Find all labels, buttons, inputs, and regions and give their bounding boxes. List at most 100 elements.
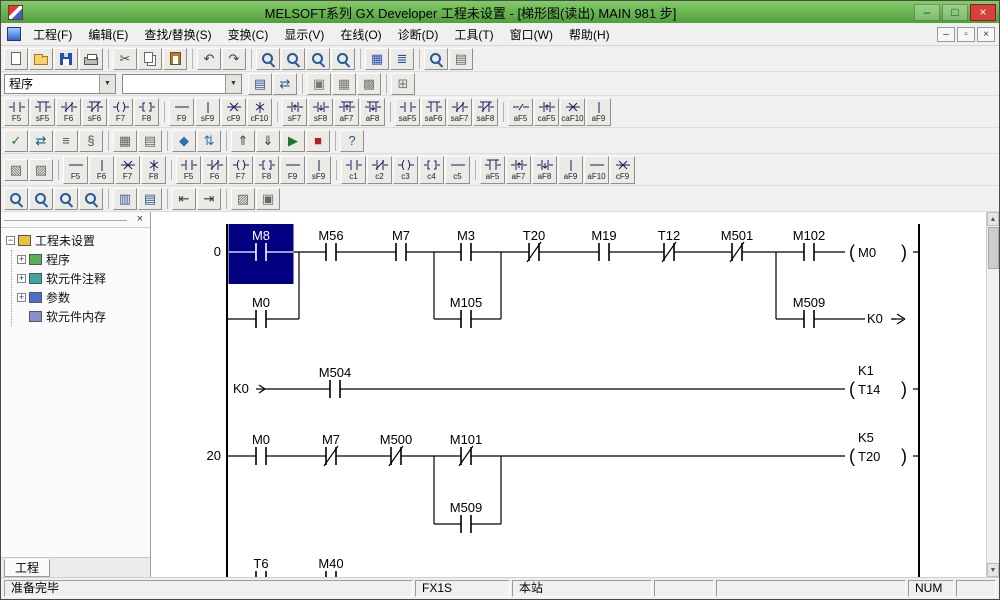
menu-find-replace[interactable]: 查找/替换(S) [144, 27, 212, 42]
ladder-key-sF9-button[interactable]: sF9 [195, 97, 220, 126]
minimize-button[interactable]: – [914, 3, 940, 21]
menu-help[interactable]: 帮助(H) [569, 27, 610, 42]
find-step-button[interactable] [79, 187, 103, 210]
ladder-key-sF9-button[interactable]: sF9 [306, 155, 331, 184]
panel-grip[interactable] [4, 218, 127, 221]
monitor-mode-button[interactable]: ▶ [281, 129, 305, 152]
menu-project[interactable]: 工程(F) [33, 27, 73, 42]
ladder-key-F5-button[interactable]: F5 [4, 97, 29, 126]
maximize-button[interactable]: □ [942, 3, 968, 21]
ladder-key-cF9-button[interactable]: cF9 [221, 97, 246, 126]
close-panel-icon[interactable]: × [136, 213, 143, 225]
jump-prev-button[interactable]: ⇤ [172, 187, 196, 210]
menu-window[interactable]: 窗口(W) [509, 27, 553, 42]
ladder-key-sF5-button[interactable]: sF5 [30, 97, 55, 126]
find-string-button[interactable] [306, 47, 330, 70]
tree-item-program[interactable]: +程序 [17, 250, 150, 269]
ladder-key-F5-button[interactable]: F5 [176, 155, 201, 184]
comment-edit-button[interactable]: ≡ [54, 129, 78, 152]
undo-button[interactable]: ↶ [197, 47, 221, 70]
expand-icon[interactable]: + [17, 273, 26, 283]
mdi-restore-button[interactable]: ▫ [957, 26, 975, 42]
ladder-key-F8-button[interactable]: F8 [141, 155, 166, 184]
ladder-key-cF9-button[interactable]: cF9 [610, 155, 635, 184]
ladder-key-c5-button[interactable]: c5 [445, 155, 470, 184]
ladder-key-saF6-button[interactable]: saF6 [421, 97, 446, 126]
data-name-combobox[interactable]: ▼ [122, 73, 242, 94]
ladder-key-caF10-button[interactable]: caF10 [560, 97, 585, 126]
copy-button[interactable] [138, 47, 162, 70]
ladder-key-aF7-button[interactable]: aF7 [506, 155, 531, 184]
merge-data-button[interactable]: ⇄ [29, 129, 53, 152]
ladder-key-sF6-button[interactable]: sF6 [82, 97, 107, 126]
tree-item-device-memory[interactable]: 软元件内存 [17, 307, 150, 326]
find-instruction-button[interactable] [281, 47, 305, 70]
macro-button[interactable]: ▣ [307, 72, 331, 95]
template-button[interactable]: ⊞ [391, 72, 415, 95]
ladder-key-saF5-button[interactable]: saF5 [395, 97, 420, 126]
ladder-key-saF7-button[interactable]: saF7 [447, 97, 472, 126]
close-button[interactable]: × [970, 3, 996, 21]
project-tab[interactable]: 工程 [4, 559, 51, 577]
ladder-key-saF8-button[interactable]: saF8 [473, 97, 498, 126]
expand-icon[interactable]: + [17, 292, 26, 302]
ladder-key-F6-button[interactable]: F6 [89, 155, 114, 184]
ladder-key-F8-button[interactable]: F8 [134, 97, 159, 126]
ladder-key-F7-button[interactable]: F7 [228, 155, 253, 184]
label-program-button[interactable]: ▦ [332, 72, 356, 95]
chevron-down-icon[interactable]: ▼ [99, 74, 115, 93]
ladder-key-aF5-button[interactable]: aF5 [480, 155, 505, 184]
trace-button[interactable]: ▨ [29, 158, 53, 181]
ladder-key-F5-button[interactable]: F5 [63, 155, 88, 184]
ladder-key-aF9-button[interactable]: aF9 [558, 155, 583, 184]
ladder-key-F9-button[interactable]: F9 [169, 97, 194, 126]
menu-online[interactable]: 在线(O) [340, 27, 382, 42]
ladder-key-cF10-button[interactable]: cF10 [247, 97, 272, 126]
ladder-key-aF8-button[interactable]: aF8 [360, 97, 385, 126]
data-type-combobox[interactable]: 程序 ▼ [4, 73, 116, 94]
read-from-plc-button[interactable]: ⇑ [231, 129, 255, 152]
ladder-mode-button[interactable]: ▦ [365, 47, 389, 70]
window-arrange-button[interactable]: ▣ [256, 187, 280, 210]
ladder-key-c4-button[interactable]: c4 [419, 155, 444, 184]
ladder-key-F7-button[interactable]: F7 [115, 155, 140, 184]
ladder-key-aF7-button[interactable]: aF7 [334, 97, 359, 126]
ladder-key-sF7-button[interactable]: sF7 [282, 97, 307, 126]
ladder-key-c1-button[interactable]: c1 [341, 155, 366, 184]
tree-item-project-root[interactable]: −工程未设置 [6, 231, 150, 250]
comment-display-2-button[interactable]: ▨ [231, 187, 255, 210]
menu-diagnostics[interactable]: 诊断(D) [397, 27, 439, 42]
ladder-key-aF10-button[interactable]: aF10 [584, 155, 609, 184]
ladder-key-caF5-button[interactable]: caF5 [534, 97, 559, 126]
cross-reference-button[interactable]: ▥ [113, 187, 137, 210]
find-instruction-2-button[interactable] [54, 187, 78, 210]
help-button[interactable]: ? [340, 129, 364, 152]
ladder-key-aF9-button[interactable]: aF9 [586, 97, 611, 126]
dock-project-list-button[interactable]: ⇄ [273, 72, 297, 95]
parameter-setting-button[interactable]: ◆ [172, 129, 196, 152]
replace-device-button[interactable] [331, 47, 355, 70]
chevron-down-icon[interactable]: ▼ [225, 74, 241, 93]
paste-button[interactable] [163, 47, 187, 70]
menu-edit[interactable]: 编辑(E) [88, 27, 129, 42]
menu-tools[interactable]: 工具(T) [454, 27, 494, 42]
find-device-button[interactable] [256, 47, 280, 70]
transfer-setup-button[interactable]: ⇅ [197, 129, 221, 152]
ladder-key-F6-button[interactable]: F6 [56, 97, 81, 126]
ladder-key-F8-button[interactable]: F8 [254, 155, 279, 184]
inline-st-button[interactable]: ▩ [357, 72, 381, 95]
write-to-plc-button[interactable]: ⇓ [256, 129, 280, 152]
find-button[interactable] [4, 187, 28, 210]
ladder-key-F7-button[interactable]: F7 [108, 97, 133, 126]
ladder-key-F6-button[interactable]: F6 [202, 155, 227, 184]
statement-edit-button[interactable]: § [79, 129, 103, 152]
redo-button[interactable]: ↷ [222, 47, 246, 70]
mdi-close-button[interactable]: × [977, 26, 995, 42]
scrollbar-thumb[interactable] [987, 227, 999, 269]
new-project-button[interactable] [4, 47, 28, 70]
vertical-scrollbar[interactable]: ▲ ▼ [986, 212, 999, 577]
tree-item-device-comment[interactable]: +软元件注释 [17, 269, 150, 288]
expand-icon[interactable]: + [17, 254, 26, 264]
instruction-list-mode-button[interactable]: ≣ [390, 47, 414, 70]
